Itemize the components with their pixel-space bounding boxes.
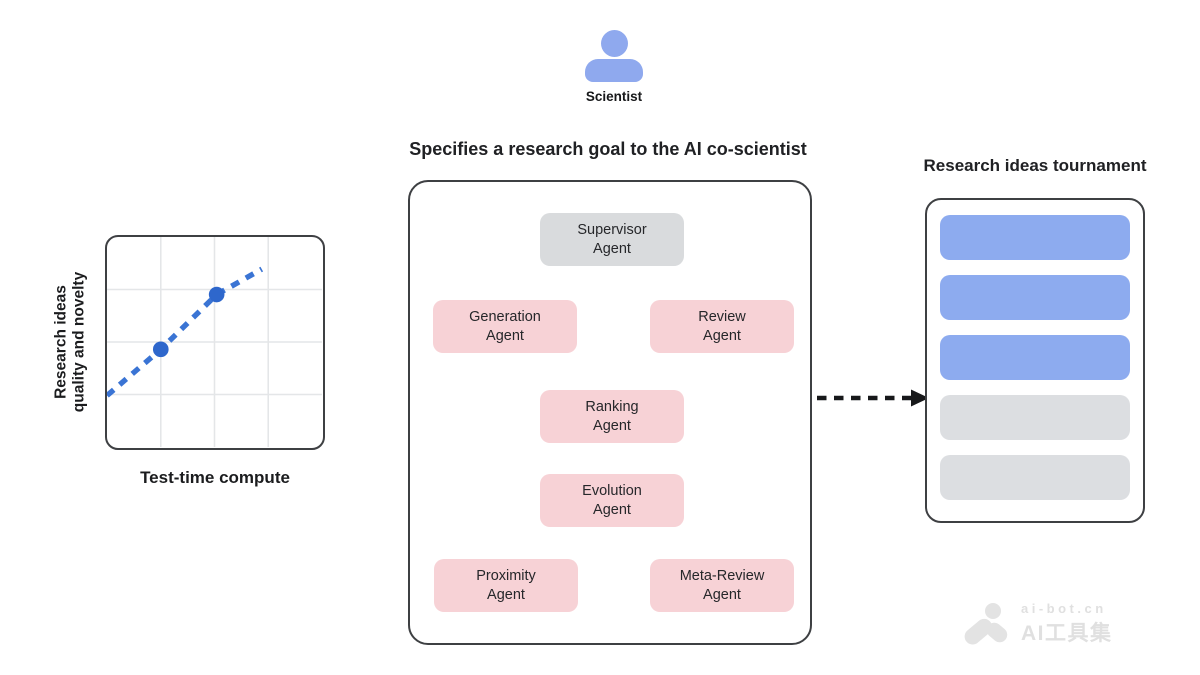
ai-bot-logo-icon xyxy=(964,603,1008,645)
chart-canvas xyxy=(107,237,322,447)
arrowhead-icon xyxy=(911,389,929,407)
ranking-agent-box: Ranking Agent xyxy=(540,390,684,443)
evolution-agent-box: Evolution Agent xyxy=(540,474,684,527)
watermark: ai-bot.cn AI工具集 xyxy=(963,601,1113,647)
ai-co-scientist-panel: Supervisor Agent Generation Agent Review… xyxy=(408,180,812,645)
generation-agent-box: Generation Agent xyxy=(433,300,577,353)
tournament-panel xyxy=(925,198,1145,523)
tournament-bar-2 xyxy=(940,275,1130,320)
center-title: Specifies a research goal to the AI co-s… xyxy=(409,139,807,159)
watermark-brand: AI工具集 xyxy=(1021,622,1113,645)
watermark-url: ai-bot.cn xyxy=(1021,601,1107,616)
tournament-bar-5 xyxy=(940,455,1130,500)
person-icon-body xyxy=(585,59,643,82)
review-agent-box: Review Agent xyxy=(650,300,794,353)
scientist-label: Scientist xyxy=(585,89,643,104)
tournament-bar-3 xyxy=(940,335,1130,380)
chart-gridlines xyxy=(107,237,322,447)
supervisor-agent-box: Supervisor Agent xyxy=(540,213,684,266)
y-axis-label: Research ideas quality and novelty xyxy=(52,271,88,413)
tournament-title: Research ideas tournament xyxy=(923,156,1147,175)
test-time-compute-chart xyxy=(105,235,325,450)
proximity-agent-box: Proximity Agent xyxy=(434,559,578,612)
scientist-figure: Scientist xyxy=(569,30,659,104)
data-points xyxy=(152,286,225,358)
tournament-bar-4 xyxy=(940,395,1130,440)
tournament-bar-1 xyxy=(940,215,1130,260)
arrow-to-tournament xyxy=(817,389,929,407)
x-axis-label: Test-time compute xyxy=(140,468,290,487)
watermark-text: ai-bot.cn AI工具集 xyxy=(1021,601,1113,647)
meta-review-agent-box: Meta-Review Agent xyxy=(650,559,794,612)
person-icon xyxy=(600,30,628,57)
trend-dashed-line xyxy=(107,266,264,398)
